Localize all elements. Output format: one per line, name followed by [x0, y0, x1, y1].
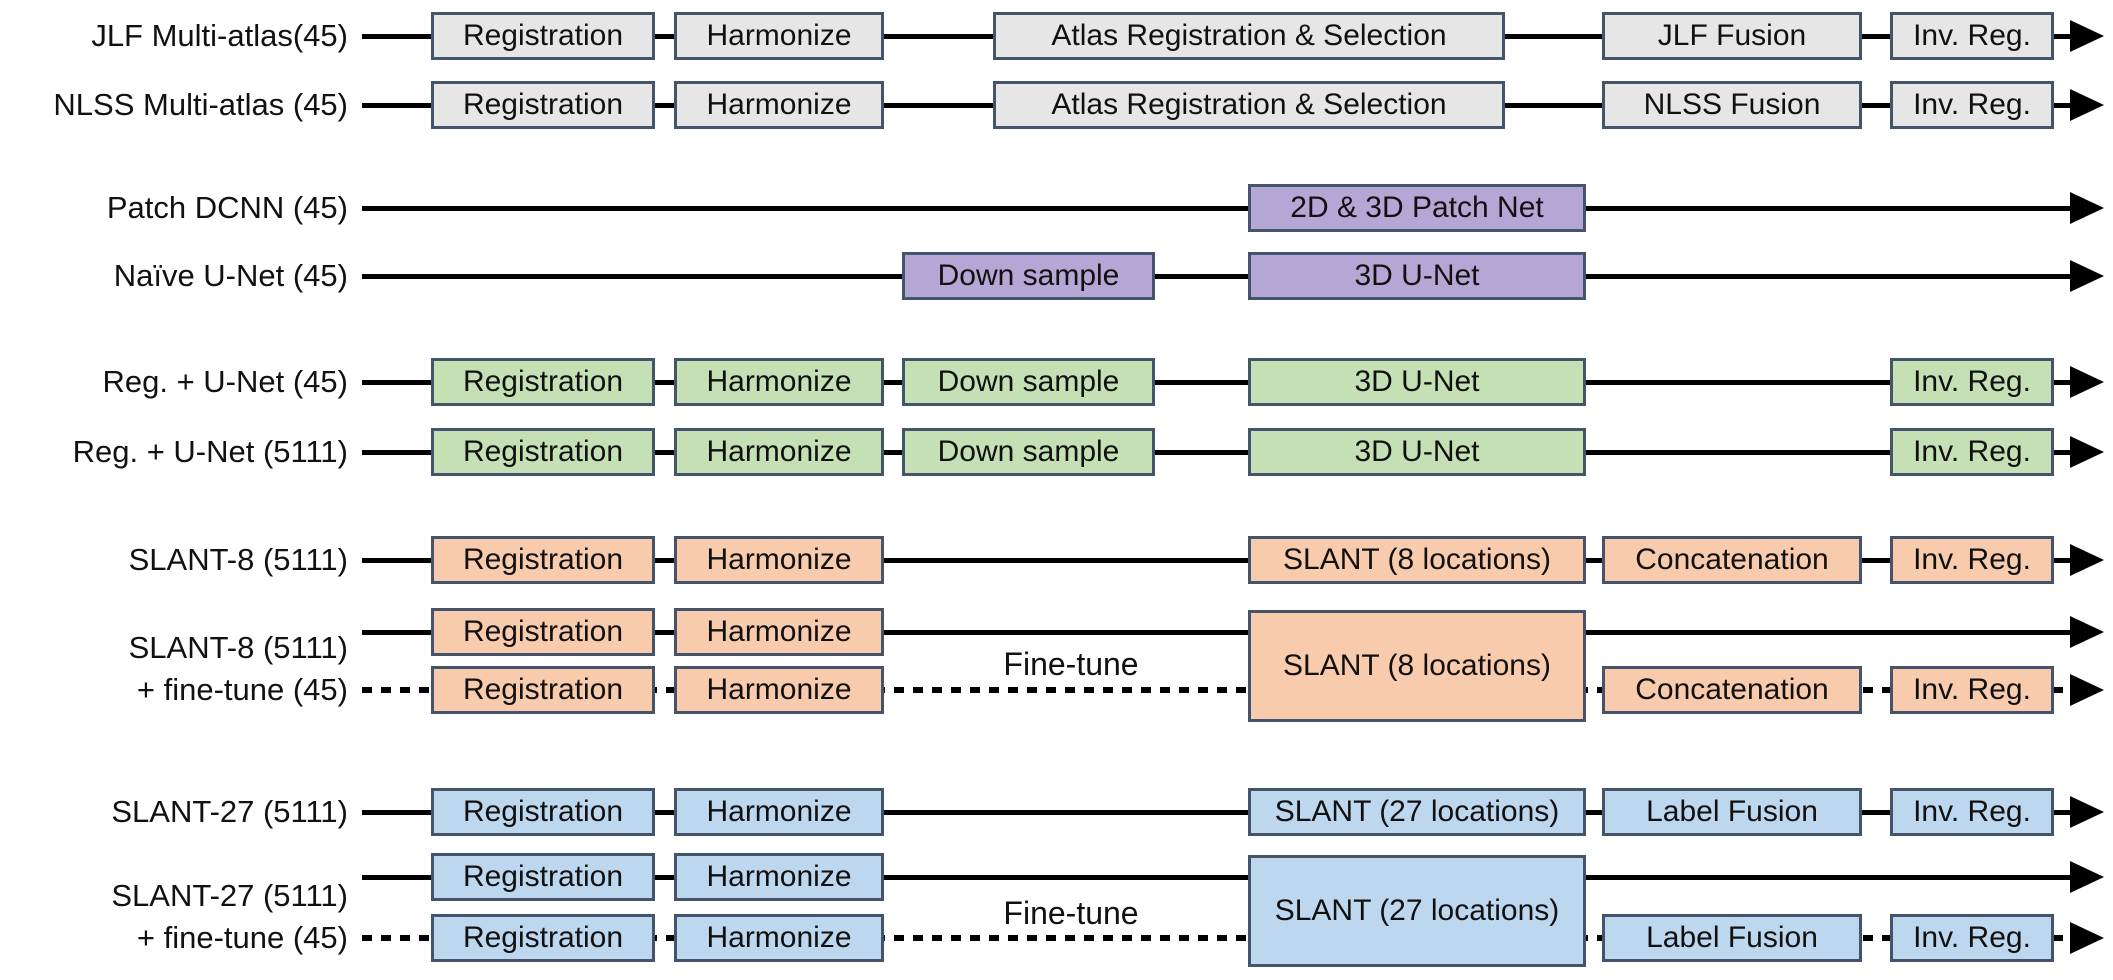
- box-3d-unet: 3D U-Net: [1248, 428, 1586, 476]
- flow-line: [362, 810, 2076, 815]
- box-harmonize: Harmonize: [674, 81, 884, 129]
- arrowhead-icon: [2070, 192, 2104, 224]
- finetune-label: Fine-tune: [1003, 895, 1139, 931]
- box-down-sample: Down sample: [902, 252, 1155, 300]
- arrowhead-icon: [2070, 436, 2104, 468]
- box-registration: Registration: [431, 853, 655, 901]
- row-label: Reg. + U-Net (45): [102, 364, 348, 399]
- finetune-label: Fine-tune: [1003, 646, 1139, 682]
- box-slant-27-locations: SLANT (27 locations): [1248, 855, 1586, 967]
- box-jlf-fusion: JLF Fusion: [1602, 12, 1862, 60]
- box-concatenation: Concatenation: [1602, 666, 1862, 714]
- row-label-line1: SLANT-27 (5111): [111, 878, 348, 913]
- box-slant-8-locations: SLANT (8 locations): [1248, 610, 1586, 722]
- flow-line: [362, 450, 2076, 455]
- box-harmonize: Harmonize: [674, 666, 884, 714]
- arrowhead-icon: [2070, 20, 2104, 52]
- flow-line: [362, 206, 2076, 211]
- flow-line: [362, 630, 2076, 635]
- box-harmonize: Harmonize: [674, 536, 884, 584]
- box-inv-reg: Inv. Reg.: [1890, 914, 2054, 962]
- box-3d-unet: 3D U-Net: [1248, 252, 1586, 300]
- box-harmonize: Harmonize: [674, 358, 884, 406]
- row-label: Reg. + U-Net (5111): [72, 434, 348, 469]
- box-registration: Registration: [431, 536, 655, 584]
- arrowhead-icon: [2070, 674, 2104, 706]
- box-registration: Registration: [431, 914, 655, 962]
- box-atlas-registration-selection: Atlas Registration & Selection: [993, 12, 1505, 60]
- arrowhead-icon: [2070, 260, 2104, 292]
- box-harmonize: Harmonize: [674, 914, 884, 962]
- row-label: Patch DCNN (45): [106, 190, 348, 225]
- box-inv-reg: Inv. Reg.: [1890, 81, 2054, 129]
- arrowhead-icon: [2070, 796, 2104, 828]
- flow-line: [362, 875, 2076, 880]
- box-inv-reg: Inv. Reg.: [1890, 358, 2054, 406]
- box-slant-8-locations: SLANT (8 locations): [1248, 536, 1586, 584]
- row-label-line1: SLANT-8 (5111): [128, 630, 348, 665]
- box-nlss-fusion: NLSS Fusion: [1602, 81, 1862, 129]
- box-inv-reg: Inv. Reg.: [1890, 788, 2054, 836]
- box-harmonize: Harmonize: [674, 12, 884, 60]
- box-3d-unet: 3D U-Net: [1248, 358, 1586, 406]
- box-registration: Registration: [431, 788, 655, 836]
- box-registration: Registration: [431, 12, 655, 60]
- arrowhead-icon: [2070, 922, 2104, 954]
- box-inv-reg: Inv. Reg.: [1890, 666, 2054, 714]
- row-label: JLF Multi-atlas(45): [91, 18, 348, 53]
- arrowhead-icon: [2070, 616, 2104, 648]
- box-registration: Registration: [431, 608, 655, 656]
- box-down-sample: Down sample: [902, 358, 1155, 406]
- box-atlas-registration-selection: Atlas Registration & Selection: [993, 81, 1505, 129]
- flow-line: [362, 274, 2076, 279]
- arrowhead-icon: [2070, 89, 2104, 121]
- flow-line: [362, 380, 2076, 385]
- box-slant-27-locations: SLANT (27 locations): [1248, 788, 1586, 836]
- box-inv-reg: Inv. Reg.: [1890, 12, 2054, 60]
- box-registration: Registration: [431, 81, 655, 129]
- box-2d-3d-patch-net: 2D & 3D Patch Net: [1248, 184, 1586, 232]
- box-label-fusion: Label Fusion: [1602, 788, 1862, 836]
- flow-line: [362, 558, 2076, 563]
- row-label: SLANT-27 (5111): [111, 794, 348, 829]
- box-label-fusion: Label Fusion: [1602, 914, 1862, 962]
- box-harmonize: Harmonize: [674, 608, 884, 656]
- box-down-sample: Down sample: [902, 428, 1155, 476]
- arrowhead-icon: [2070, 861, 2104, 893]
- box-inv-reg: Inv. Reg.: [1890, 428, 2054, 476]
- box-harmonize: Harmonize: [674, 788, 884, 836]
- box-harmonize: Harmonize: [674, 428, 884, 476]
- box-registration: Registration: [431, 666, 655, 714]
- row-label: Naïve U-Net (45): [113, 258, 348, 293]
- row-label-line2: + fine-tune (45): [136, 672, 348, 707]
- flow-line-dotted: [362, 935, 2072, 941]
- box-registration: Registration: [431, 428, 655, 476]
- box-inv-reg: Inv. Reg.: [1890, 536, 2054, 584]
- row-label-line2: + fine-tune (45): [136, 920, 348, 955]
- box-registration: Registration: [431, 358, 655, 406]
- flow-line-dotted: [362, 687, 2072, 693]
- arrowhead-icon: [2070, 366, 2104, 398]
- row-label: NLSS Multi-atlas (45): [53, 87, 348, 122]
- row-label: SLANT-8 (5111): [128, 542, 348, 577]
- box-harmonize: Harmonize: [674, 853, 884, 901]
- box-concatenation: Concatenation: [1602, 536, 1862, 584]
- arrowhead-icon: [2070, 544, 2104, 576]
